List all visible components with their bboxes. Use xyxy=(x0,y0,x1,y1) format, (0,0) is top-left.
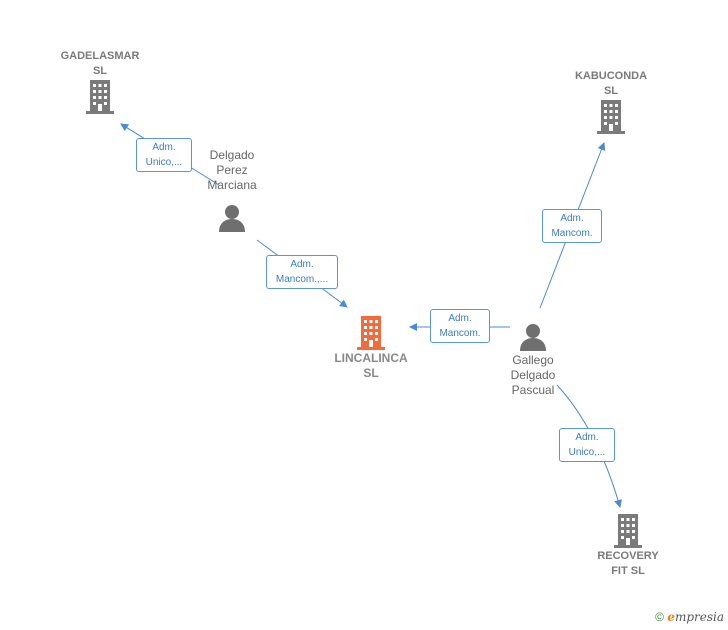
company-node-recovery[interactable]: RECOVERY FIT SL xyxy=(573,513,683,579)
person-name: Delgado Perez Marciana xyxy=(207,148,257,192)
role-label-gallego-recovery[interactable]: Adm. Unico,... xyxy=(559,428,615,462)
person-node-delgado[interactable]: Delgado Perez Marciana xyxy=(187,148,277,234)
person-icon xyxy=(219,205,245,232)
company-name: LINCALINCA SL xyxy=(334,351,408,380)
role-label-delgado-gadelasmar[interactable]: Adm. Unico,... xyxy=(136,138,192,172)
person-name: Gallego Delgado Pascual xyxy=(510,353,556,397)
company-name: RECOVERY FIT SL xyxy=(597,550,659,577)
role-label-gallego-kabuconda[interactable]: Adm. Mancom. xyxy=(542,209,602,243)
footer-credit: © empresia xyxy=(655,610,724,624)
person-icon xyxy=(520,324,546,351)
company-node-lincalinca[interactable]: LINCALINCA SL xyxy=(316,315,426,381)
company-node-kabuconda[interactable]: KABUCONDA SL xyxy=(556,69,666,135)
role-label-gallego-lincalinca[interactable]: Adm. Mancom. xyxy=(430,309,490,343)
company-name: GADELASMAR SL xyxy=(60,50,140,77)
person-node-gallego[interactable]: Gallego Delgado Pascual xyxy=(488,321,578,398)
company-node-gadelasmar[interactable]: GADELASMAR SL xyxy=(45,49,155,115)
building-icon xyxy=(614,514,642,548)
building-icon xyxy=(86,80,114,114)
building-icon xyxy=(357,316,385,350)
role-label-delgado-lincalinca[interactable]: Adm. Mancom.,... xyxy=(266,255,338,289)
brand-logo[interactable]: empresia xyxy=(667,610,724,624)
building-icon xyxy=(597,100,625,134)
company-name: KABUCONDA SL xyxy=(574,70,648,97)
copyright-symbol: © xyxy=(655,610,664,624)
